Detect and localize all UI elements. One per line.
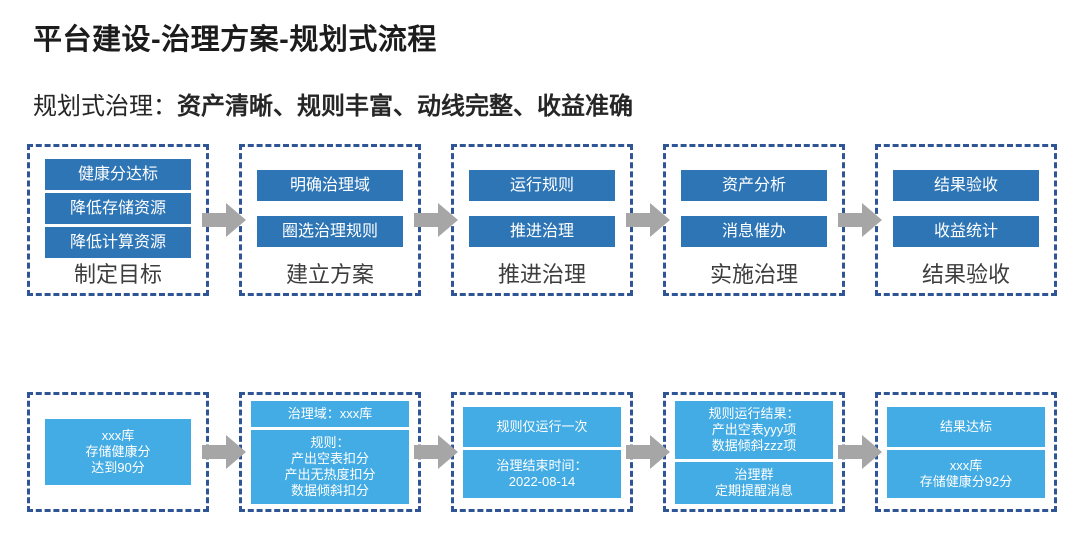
info-block: 结果达标 bbox=[887, 406, 1045, 447]
example-accept-results: 结果达标 xxx库 存储健康分92分 bbox=[875, 392, 1057, 512]
arrow-right-icon bbox=[202, 392, 246, 512]
subtitle-keywords: 资产清晰、规则丰富、动线完整、收益准确 bbox=[177, 93, 633, 120]
stage-implement-governance: 资产分析 消息催办 实施治理 bbox=[663, 144, 845, 296]
stage-label: 制定目标 bbox=[73, 262, 162, 287]
info-line: 治理结束时间： bbox=[496, 457, 588, 473]
node-button: 运行规则 bbox=[469, 170, 615, 202]
subtitle: 规划式治理：资产清晰、规则丰富、动线完整、收益准确 bbox=[33, 86, 633, 121]
info-line: 定期提醒消息 bbox=[714, 482, 793, 498]
example-build-plan: 治理域：xxx库 规则： 产出空表扣分 产出无热度扣分 数据倾斜扣分 bbox=[239, 392, 421, 512]
info-line: 2022-08-14 bbox=[508, 473, 576, 489]
node-button: 消息催办 bbox=[681, 215, 827, 247]
node-button: 资产分析 bbox=[681, 170, 827, 202]
node-button-stack: 结果验收 收益统计 bbox=[878, 156, 1054, 261]
info-line: 治理域：xxx库 bbox=[287, 405, 373, 421]
arrow-right-icon bbox=[626, 144, 670, 296]
info-block: 治理群 定期提醒消息 bbox=[675, 461, 833, 504]
info-stack: xxx库 存储健康分 达到90分 bbox=[30, 395, 206, 509]
node-button: 降低存储资源 bbox=[45, 193, 191, 224]
info-line: 结果达标 bbox=[939, 418, 992, 434]
info-line: xxx库 bbox=[101, 428, 135, 443]
subtitle-prefix: 规划式治理： bbox=[33, 93, 177, 120]
info-stack: 结果达标 xxx库 存储健康分92分 bbox=[878, 395, 1054, 509]
info-line: xxx库 bbox=[949, 457, 983, 473]
info-line: 规则： bbox=[310, 434, 350, 450]
node-button: 圈选治理规则 bbox=[257, 215, 403, 247]
node-button: 收益统计 bbox=[893, 215, 1039, 247]
arrow-right-icon bbox=[838, 392, 882, 512]
stage-accept-results: 结果验收 收益统计 结果验收 bbox=[875, 144, 1057, 296]
top-process-row: 健康分达标 降低存储资源 降低计算资源 制定目标 明确治理域 圈选治理规则 建立… bbox=[27, 144, 1057, 296]
stage-label: 推进治理 bbox=[497, 262, 586, 287]
node-button: 明确治理域 bbox=[257, 170, 403, 202]
info-line: 治理群 bbox=[734, 466, 774, 482]
node-button-stack: 资产分析 消息催办 bbox=[666, 156, 842, 261]
stage-label: 建立方案 bbox=[285, 262, 374, 287]
arrow-right-icon bbox=[202, 144, 246, 296]
example-implement-governance: 规则运行结果： 产出空表yyy项 数据倾斜zzz项 治理群 定期提醒消息 bbox=[663, 392, 845, 512]
info-line: 规则仅运行一次 bbox=[496, 418, 588, 434]
info-block: xxx库 存储健康分92分 bbox=[887, 449, 1045, 498]
info-block: 规则仅运行一次 bbox=[463, 406, 621, 447]
info-line: 数据倾斜扣分 bbox=[290, 482, 369, 498]
page-title: 平台建设-治理方案-规划式流程 bbox=[33, 24, 437, 56]
node-button-stack: 运行规则 推进治理 bbox=[454, 156, 630, 261]
node-button: 降低计算资源 bbox=[45, 227, 191, 258]
arrow-right-icon bbox=[414, 144, 458, 296]
example-define-goals: xxx库 存储健康分 达到90分 bbox=[27, 392, 209, 512]
node-button: 健康分达标 bbox=[45, 159, 191, 190]
info-block: 规则： 产出空表扣分 产出无热度扣分 数据倾斜扣分 bbox=[251, 429, 409, 504]
stage-build-plan: 明确治理域 圈选治理规则 建立方案 bbox=[239, 144, 421, 296]
info-line: 存储健康分92分 bbox=[919, 473, 1013, 489]
node-button: 结果验收 bbox=[893, 170, 1039, 202]
info-line: 产出无热度扣分 bbox=[284, 466, 376, 482]
info-block: 治理域：xxx库 bbox=[251, 400, 409, 427]
info-line: 存储健康分 bbox=[85, 444, 151, 459]
stage-advance-governance: 运行规则 推进治理 推进治理 bbox=[451, 144, 633, 296]
info-line: 规则运行结果： bbox=[708, 405, 800, 421]
info-line: 数据倾斜zzz项 bbox=[711, 437, 797, 453]
info-block: 规则运行结果： 产出空表yyy项 数据倾斜zzz项 bbox=[675, 400, 833, 459]
stage-define-goals: 健康分达标 降低存储资源 降低计算资源 制定目标 bbox=[27, 144, 209, 296]
arrow-right-icon bbox=[838, 144, 882, 296]
node-button-stack: 健康分达标 降低存储资源 降低计算资源 bbox=[30, 156, 206, 261]
node-button: 推进治理 bbox=[469, 215, 615, 247]
info-stack: 规则仅运行一次 治理结束时间： 2022-08-14 bbox=[454, 395, 630, 509]
info-block: 治理结束时间： 2022-08-14 bbox=[463, 449, 621, 498]
node-button-stack: 明确治理域 圈选治理规则 bbox=[242, 156, 418, 261]
bottom-process-row: xxx库 存储健康分 达到90分 治理域：xxx库 规则： 产出空表扣分 产出无… bbox=[27, 392, 1057, 512]
example-advance-governance: 规则仅运行一次 治理结束时间： 2022-08-14 bbox=[451, 392, 633, 512]
info-line: 产出空表yyy项 bbox=[711, 421, 797, 437]
info-line: 达到90分 bbox=[91, 460, 145, 475]
arrow-right-icon bbox=[626, 392, 670, 512]
info-stack: 治理域：xxx库 规则： 产出空表扣分 产出无热度扣分 数据倾斜扣分 bbox=[242, 395, 418, 509]
stage-label: 结果验收 bbox=[921, 262, 1010, 287]
stage-label: 实施治理 bbox=[709, 262, 798, 287]
info-block: xxx库 存储健康分 达到90分 bbox=[45, 419, 191, 485]
arrow-right-icon bbox=[414, 392, 458, 512]
info-stack: 规则运行结果： 产出空表yyy项 数据倾斜zzz项 治理群 定期提醒消息 bbox=[666, 395, 842, 509]
info-line: 产出空表扣分 bbox=[290, 450, 369, 466]
